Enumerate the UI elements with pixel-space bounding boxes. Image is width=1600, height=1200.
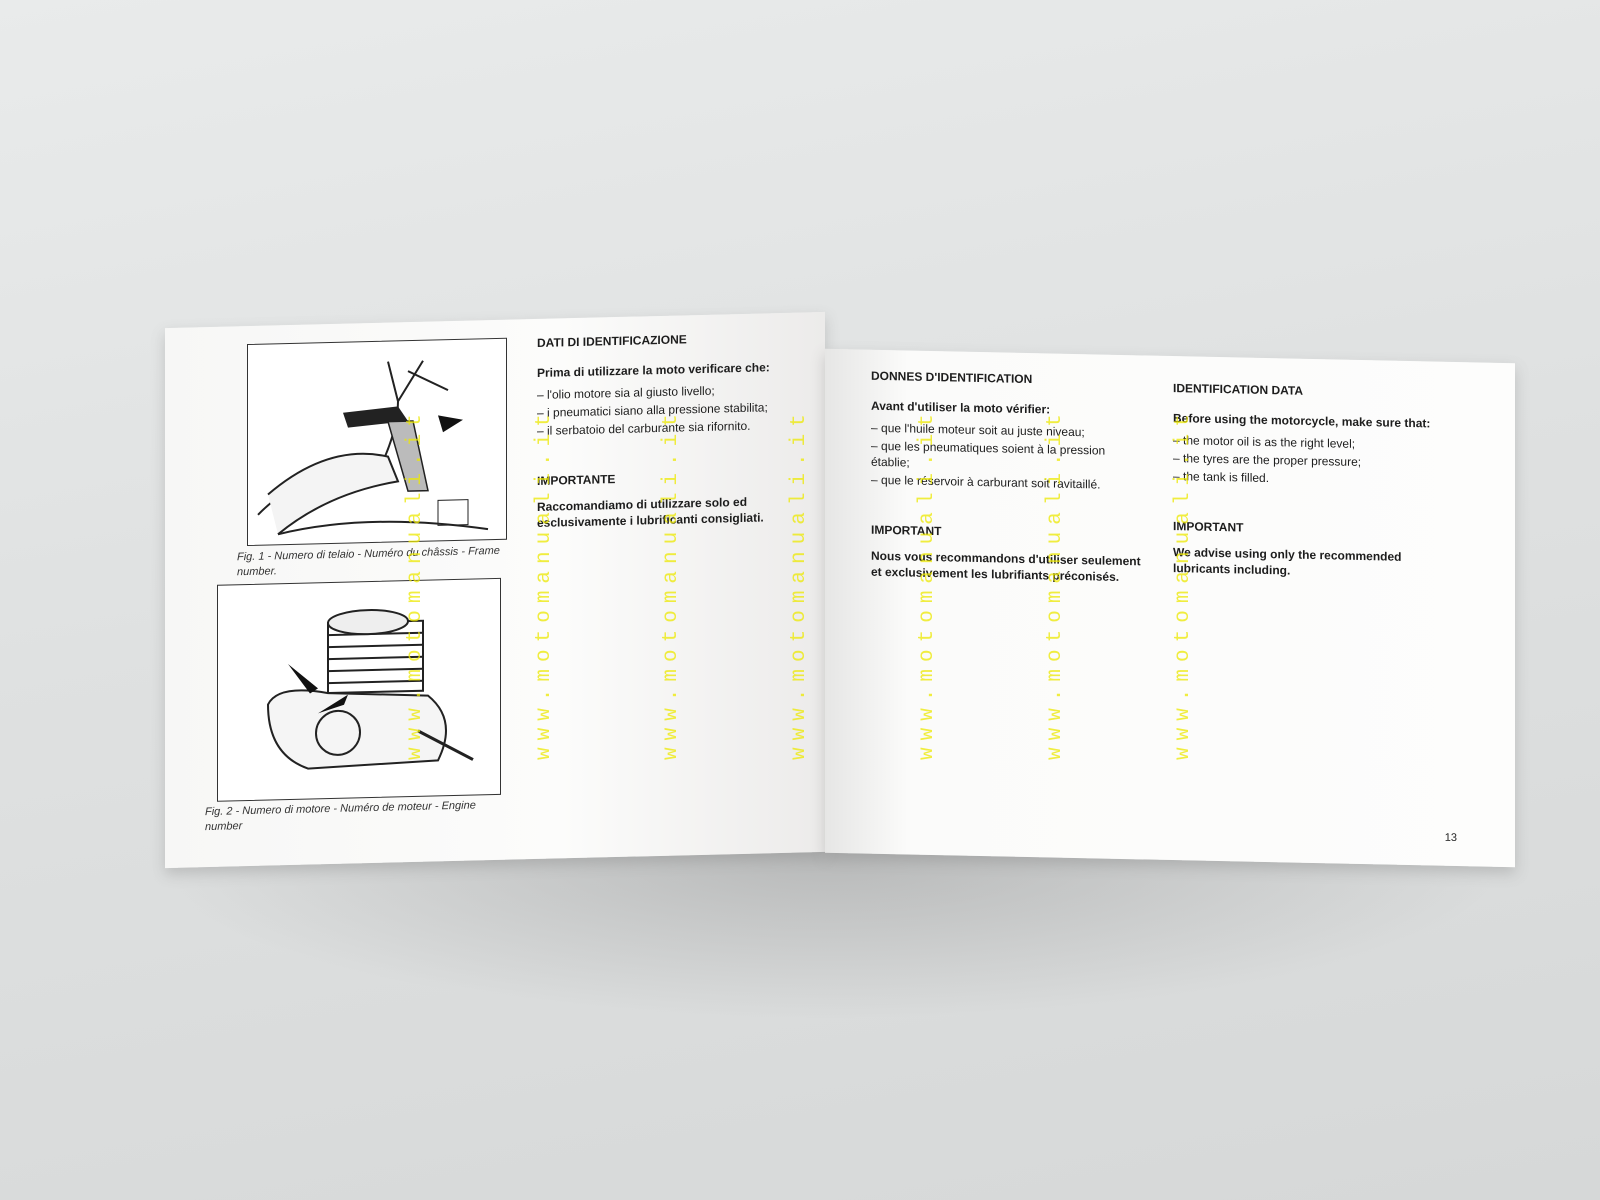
watermark: www.motomanuali.it	[1044, 407, 1067, 760]
watermark: www.motomanuali.it	[404, 407, 427, 760]
watermark: www.motomanuali.it	[660, 407, 683, 760]
english-checklist: the motor oil is as the right level; the…	[1173, 432, 1443, 490]
frame-illustration	[257, 360, 489, 536]
left-page: Fig. 1 - Numero di telaio - Numéro du ch…	[165, 311, 825, 869]
french-heading: DONNES D'IDENTIFICATION	[871, 368, 1033, 387]
watermark: www.motomanuali.it	[788, 407, 811, 760]
french-intro: Avant d'utiliser la moto vérifier:	[871, 398, 1051, 417]
english-important-text: We advise using only the recommended lub…	[1173, 545, 1402, 578]
watermark: www.motomanuali.it	[1172, 407, 1195, 760]
watermark: www.motomanuali.it	[533, 407, 556, 760]
french-important-title: IMPORTANT	[871, 522, 942, 539]
fig1-caption: Fig. 1 - Numero di telaio - Numéro du ch…	[237, 544, 500, 579]
fig2-caption: Fig. 2 - Numero di motore - Numéro de mo…	[205, 799, 476, 834]
french-important-text: Nous vous recommandons d'utiliser seulem…	[871, 548, 1141, 584]
french-checklist: que l'huile moteur soit au juste niveau;…	[871, 420, 1141, 494]
french-section: DONNES D'IDENTIFICATION Avant d'utiliser…	[871, 368, 1141, 586]
italian-heading: DATI DI IDENTIFICAZIONE	[537, 332, 687, 350]
frame-number-figure	[247, 337, 507, 547]
list-item: que le réservoir à carburant soit ravita…	[871, 472, 1141, 494]
english-heading: IDENTIFICATION DATA	[1173, 381, 1303, 398]
engine-number-figure	[217, 577, 501, 802]
italian-intro: Prima di utilizzare la moto verificare c…	[537, 360, 770, 380]
engine-illustration	[266, 609, 474, 770]
english-important-title: IMPORTANT	[1173, 519, 1244, 535]
english-intro: Before using the motorcycle, make sure t…	[1173, 411, 1431, 431]
page-number: 13	[1444, 831, 1457, 845]
english-section: IDENTIFICATION DATA Before using the mot…	[1173, 380, 1443, 582]
list-item: the tank is filled.	[1173, 468, 1443, 490]
watermark: www.motomanuali.it	[916, 407, 939, 760]
list-item: que les pneumatiques soient à la pressio…	[871, 438, 1141, 476]
